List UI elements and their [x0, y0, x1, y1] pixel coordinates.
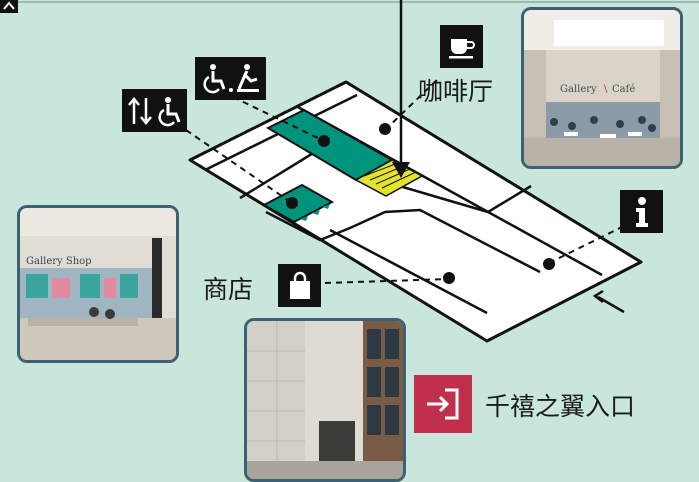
cafe-photo-image	[524, 10, 680, 166]
lift-pin	[286, 197, 298, 209]
entrance-direction-arrow	[592, 289, 625, 314]
accessible-toilet-icon-box	[195, 57, 266, 100]
information-icon	[635, 196, 648, 227]
lift-accessible-icon	[127, 96, 180, 126]
cafe-sign-text-2: Café	[612, 84, 636, 95]
cafe-pin	[379, 123, 391, 135]
accessible-baby-change-icon	[202, 63, 259, 93]
lift-zone	[261, 183, 335, 224]
info-pin	[543, 258, 555, 270]
entrance-photo	[244, 318, 406, 482]
shop-pin	[443, 272, 455, 284]
toilet-pin	[318, 135, 330, 147]
shop-sign-text: Gallery Shop	[26, 256, 92, 267]
shop-label: 商店	[203, 275, 254, 304]
lift-icon-box	[122, 89, 187, 132]
entrance-arrow-icon	[427, 388, 459, 420]
entrance-icon-box	[414, 375, 472, 433]
entrance-label: 千禧之翼入口	[485, 392, 636, 421]
entrance-photo-image	[247, 321, 403, 479]
partial-icon	[0, 0, 18, 13]
cafe-icon-box	[440, 25, 483, 68]
cafe-sign-accent: \	[604, 84, 608, 95]
shop-photo-image	[20, 208, 176, 360]
info-icon-box	[620, 190, 663, 233]
shop-icon-box	[278, 264, 321, 307]
cafe-photo: Gallery \ Café	[521, 7, 683, 169]
shop-photo: Gallery Shop	[17, 205, 179, 363]
coffee-cup-icon	[448, 38, 475, 58]
cafe-label: 咖啡厅	[418, 77, 494, 106]
cafe-sign-text: Gallery	[560, 84, 597, 95]
shopping-bag-icon	[289, 271, 310, 299]
